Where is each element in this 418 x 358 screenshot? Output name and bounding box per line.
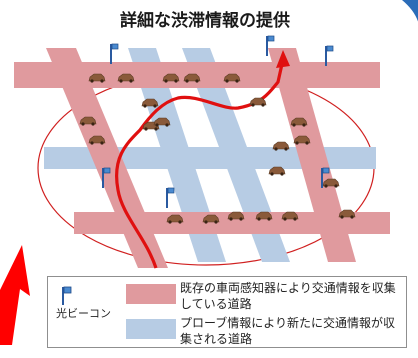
car-icon <box>88 73 106 83</box>
car-icon <box>153 117 171 127</box>
legend-probe-road-text: プローブ情報により新たに交通情報が収集される道路 <box>180 316 396 346</box>
probe-road-3 <box>44 147 376 169</box>
cars-group <box>79 73 356 224</box>
optical-beacon-icon <box>321 167 330 188</box>
car-icon <box>249 97 267 107</box>
car-icon <box>183 73 201 83</box>
car-icon <box>166 214 184 224</box>
car-icon <box>88 135 106 145</box>
car-icon <box>293 135 311 145</box>
optical-beacon-icon <box>110 43 119 64</box>
existing-road-left-diagonal <box>46 48 168 268</box>
car-icon <box>281 211 299 221</box>
car-icon <box>255 211 273 221</box>
optical-beacon-icon <box>102 167 111 188</box>
car-icon <box>227 211 245 221</box>
car-icon <box>268 166 286 176</box>
existing-road-bottom <box>74 212 390 234</box>
legend-box: 光ビーコン 既存の車両感知器により交通情報を収集している道路 プローブ情報により… <box>47 276 407 348</box>
car-icon <box>162 73 180 83</box>
car-icon <box>290 117 308 127</box>
diagram-title: 詳細な渋滞情報の提供 <box>120 11 290 31</box>
car-icon <box>117 73 135 83</box>
optical-beacon-icon <box>166 187 175 208</box>
optical-beacon-icon <box>266 35 275 56</box>
legend-existing-road-swatch <box>126 284 176 304</box>
legend-beacon-label: 光ビーコン <box>56 307 111 320</box>
car-icon <box>322 178 340 188</box>
car-icon <box>338 209 356 219</box>
legend-existing-road-text: 既存の車両感知器により交通情報を収集している道路 <box>180 281 396 311</box>
car-icon <box>202 214 220 224</box>
car-icon <box>223 73 241 83</box>
optical-beacon-icon <box>325 45 334 66</box>
legend-probe-road-swatch <box>126 319 176 339</box>
route-arrow <box>115 63 284 269</box>
route-arrowhead <box>276 50 290 68</box>
corner-arc-decoration <box>402 0 418 46</box>
car-icon <box>79 116 97 126</box>
car-icon <box>272 141 290 151</box>
beacons-group <box>102 35 334 208</box>
existing-road-right-diagonal <box>268 48 356 262</box>
optical-beacon-icon <box>62 286 72 305</box>
car-icon <box>141 98 159 108</box>
big-red-arrow-decoration <box>0 245 30 345</box>
